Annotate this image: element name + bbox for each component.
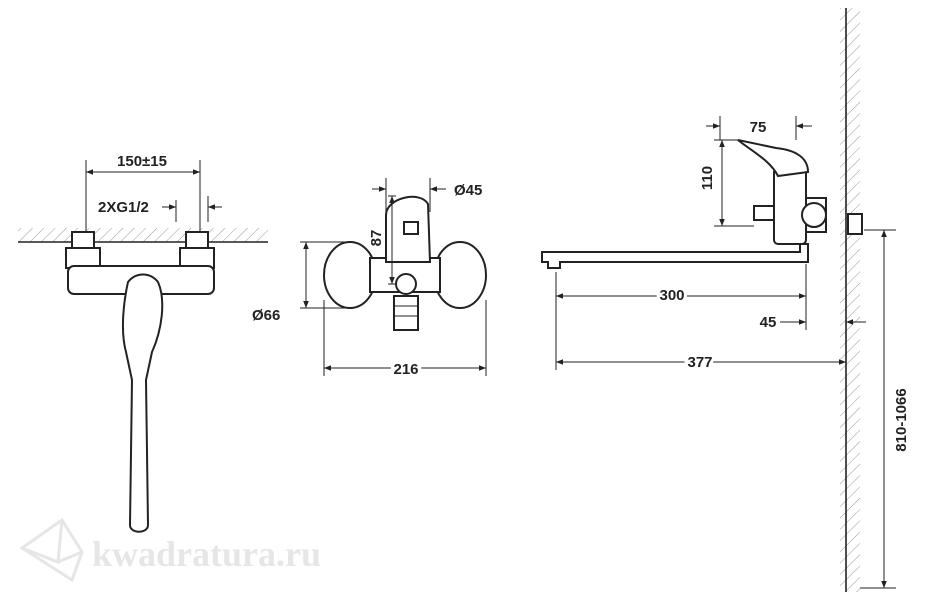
lever-side xyxy=(737,139,810,178)
inlet-nut-right xyxy=(185,231,209,249)
watermark-text: kwadratura.ru xyxy=(92,534,321,574)
spout-side xyxy=(541,243,809,269)
wall-flange xyxy=(847,213,863,235)
shower-outlet xyxy=(393,295,419,331)
lever-mark xyxy=(403,221,419,235)
body-side xyxy=(773,167,807,245)
dim-label-lever-height: 110 xyxy=(699,166,716,190)
right-wall-hatch xyxy=(840,8,860,592)
diverter-side xyxy=(753,205,775,221)
dim-label-lever-length: 75 xyxy=(750,119,767,136)
dim-label-mount-height: 810-1066 xyxy=(893,388,910,451)
watermark-logo-icon xyxy=(19,517,84,583)
dim-label-thread: 2XG1/2 xyxy=(98,199,149,216)
dim-label-inlet-spacing: 150±15 xyxy=(117,153,167,170)
left-wall-hatch xyxy=(18,228,268,242)
middle-view: Ø45 87 Ø66 216 xyxy=(252,178,487,381)
dim-label-total-reach: 377 xyxy=(687,354,712,371)
spout-front xyxy=(121,273,164,533)
eccentric-right xyxy=(179,247,215,269)
dim-label-front-width: 216 xyxy=(393,361,418,378)
dim-label-spout-length: 300 xyxy=(659,287,684,304)
diverter-knob xyxy=(395,273,417,295)
dim-label-body-diameter: Ø45 xyxy=(454,182,482,199)
cap-right xyxy=(433,241,487,309)
inlet-nut-left xyxy=(71,231,95,249)
nut-side xyxy=(801,202,827,228)
right-view: 75 110 300 45 377 810-1066 xyxy=(541,8,910,592)
cap-left xyxy=(323,241,377,309)
dim-label-cap-diameter: Ø66 xyxy=(252,307,280,324)
dim-label-body-height: 87 xyxy=(368,230,385,247)
watermark: kwadratura.ru xyxy=(19,517,321,583)
dim-label-wall-offset: 45 xyxy=(760,314,777,331)
left-view: 150±15 2XG1/2 xyxy=(18,153,268,533)
